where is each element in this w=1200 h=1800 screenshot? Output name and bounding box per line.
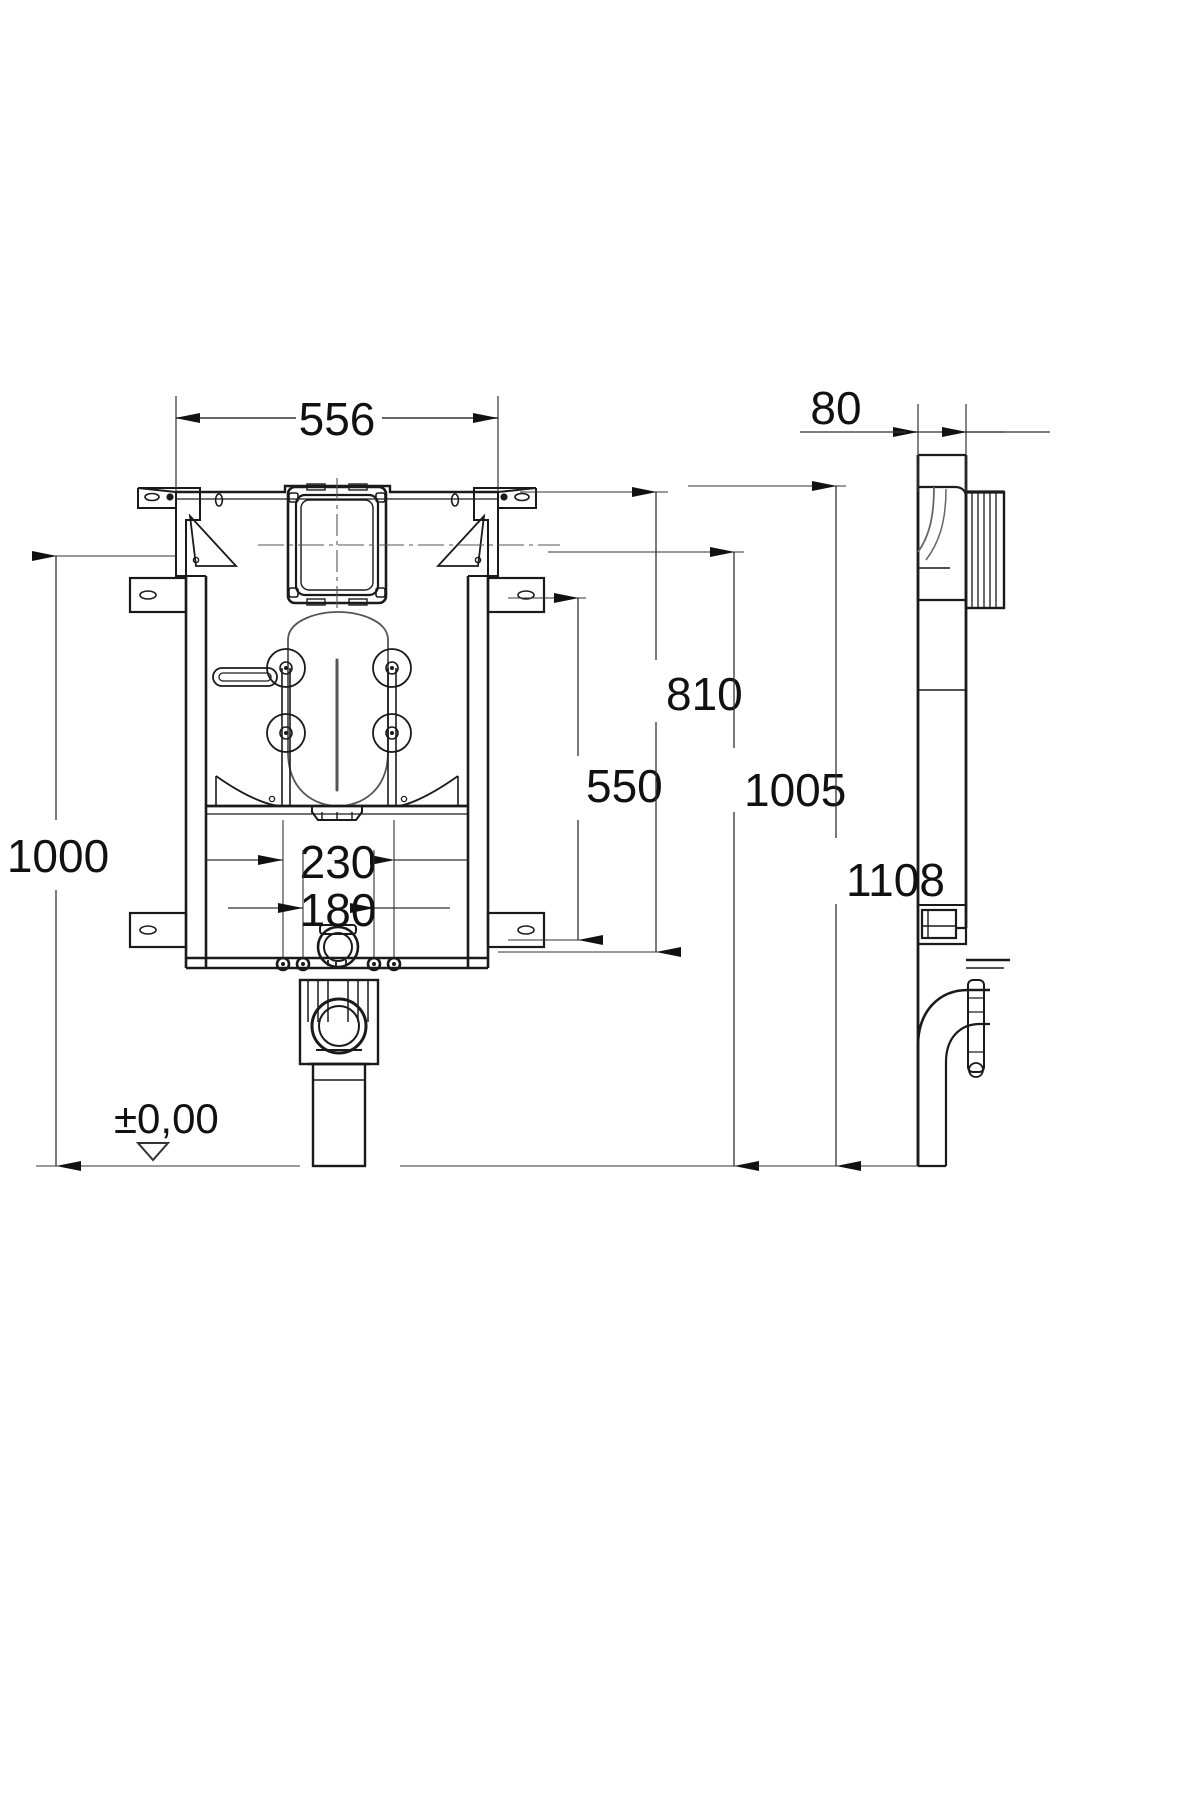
dimension-label-80: 80 xyxy=(810,382,861,434)
dimension-1000: 1000 xyxy=(7,551,300,1171)
dimension-230: 230 xyxy=(206,820,468,958)
stud-bolt-lower-right xyxy=(372,713,412,753)
stud-bolt-upper-left xyxy=(266,648,306,688)
dimension-556: 556 xyxy=(175,393,499,492)
front-elevation-view xyxy=(128,478,560,1168)
dimension-label-180: 180 xyxy=(300,884,377,936)
floor-bolt-pins xyxy=(275,956,402,972)
wall-fixing-bracket-upper-right xyxy=(486,576,546,614)
datum-level-marker: ±0,00 xyxy=(114,1095,219,1162)
dimension-label-810: 810 xyxy=(666,668,743,720)
wall-fixing-bracket-lower-left xyxy=(128,911,188,949)
dimension-80: 80 xyxy=(800,382,1050,492)
dimension-label-556: 556 xyxy=(299,393,376,445)
outlet-spigot-upper xyxy=(316,924,360,969)
side-mid-connector xyxy=(918,689,1010,969)
wall-fixing-bracket-upper-left xyxy=(128,576,188,614)
dimension-180: 180 xyxy=(228,850,450,958)
flush-plate-aperture xyxy=(258,478,560,612)
dimension-1108: 1108 xyxy=(688,481,945,1171)
stud-bolt-lower-left xyxy=(266,713,306,753)
dimension-label-550: 550 xyxy=(586,760,663,812)
dimension-label-1000: 1000 xyxy=(7,830,109,882)
dimension-label-1108: 1108 xyxy=(846,854,945,906)
side-outlet-elbow xyxy=(916,979,990,1168)
stud-bolt-upper-right xyxy=(372,648,412,688)
flush-pipe-connector xyxy=(311,805,363,821)
dimension-550: 550 xyxy=(508,593,663,945)
datum-label: ±0,00 xyxy=(114,1095,219,1142)
dimension-annotations: 556 80 1000 550 xyxy=(7,382,1050,1171)
waste-pipe-stack xyxy=(298,978,380,1168)
wall-fixing-bracket-lower-right xyxy=(486,911,546,949)
side-flush-plate xyxy=(916,485,1006,610)
dimension-810: 810 xyxy=(498,487,743,957)
side-elevation-view xyxy=(916,453,1010,1168)
support-wings xyxy=(215,775,459,807)
dimension-label-230: 230 xyxy=(300,836,377,888)
dimension-label-1005: 1005 xyxy=(744,764,846,816)
dimension-1005: 1005 xyxy=(400,547,846,1171)
vent-slot xyxy=(212,667,278,687)
stud-bolt-heads xyxy=(266,648,412,806)
